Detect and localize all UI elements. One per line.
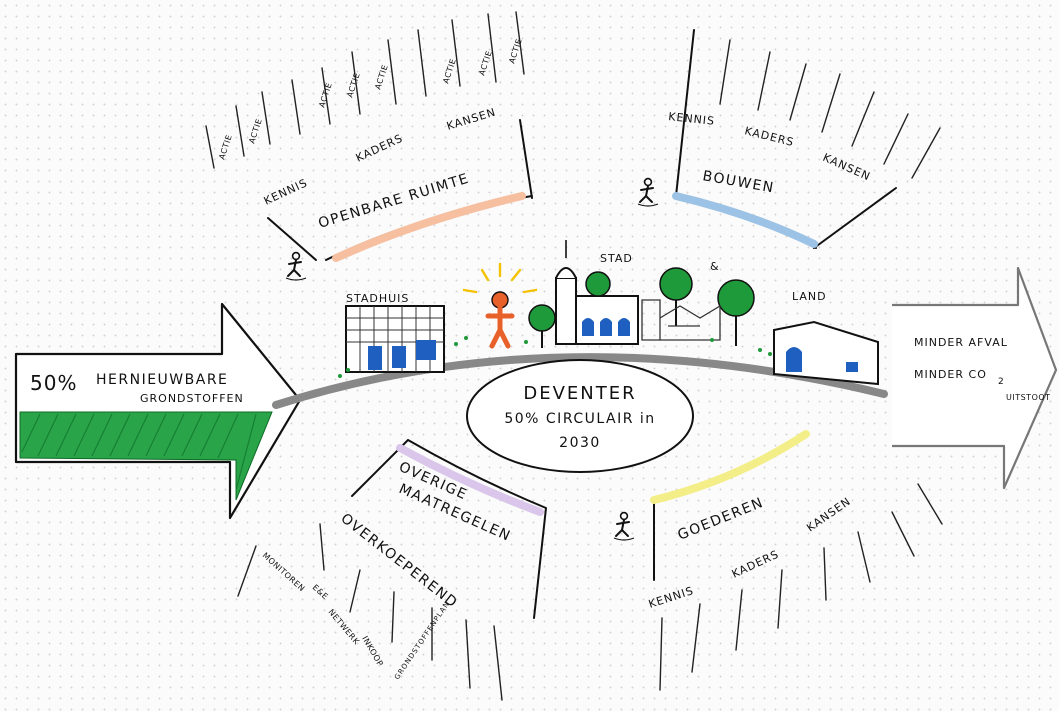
skyline: STADHUIS <box>338 240 879 386</box>
openbare-ruimte-actie-4: ACTIE <box>345 71 362 98</box>
openbare-ruimte-col-kansen: KANSEN <box>445 106 498 133</box>
overige-item-monitoren: MONITOREN <box>261 551 307 594</box>
overige-fan-lines <box>237 523 503 701</box>
goederen-fan-lines <box>659 483 943 691</box>
city-hall-label: STADHUIS <box>346 292 409 305</box>
output-line2: MINDER CO <box>914 368 987 381</box>
bouwen-col-kaders: KADERS <box>743 124 795 149</box>
openbare-ruimte-actie-3: ACTIE <box>317 81 334 108</box>
land-label: LAND <box>792 290 827 303</box>
overige-item-ee: E&E <box>311 583 330 602</box>
input-arrow-outline <box>14 302 302 520</box>
person-icon <box>462 262 538 349</box>
openbare-ruimte-actie-7: ACTIE <box>477 49 494 76</box>
overige-highlight <box>396 444 544 516</box>
bouwen-col-kansen: KANSEN <box>821 151 873 184</box>
overige-item-inkoop: INKOOP <box>360 635 385 669</box>
bouwen-col-kennis: KENNIS <box>668 110 716 128</box>
input-arrow: 50% HERNIEUWBARE GRONDSTOFFEN <box>14 302 302 520</box>
houses-sketch <box>641 299 721 341</box>
openbare-ruimte-col-kaders: KADERS <box>354 132 405 165</box>
openbare-ruimte-title: OPENBARE RUIMTE <box>316 171 471 232</box>
walker-icon <box>637 177 659 207</box>
output-arrow: MINDER AFVAL MINDER CO 2 UITSTOOT <box>892 266 1058 490</box>
goederen-col-kennis: KENNIS <box>647 584 696 611</box>
farmhouse-building <box>773 320 879 386</box>
goederen-col-kaders: KADERS <box>730 548 781 581</box>
openbare-ruimte-actie-6: ACTIE <box>441 57 458 84</box>
bouwen-highlight <box>672 192 818 248</box>
stad-label: STAD <box>600 252 633 265</box>
amp-label: & <box>710 260 720 273</box>
output-line1: MINDER AFVAL <box>914 336 1008 349</box>
overige-item-netwerk: NETWERK <box>326 608 361 647</box>
openbare-ruimte-actie-5: ACTIE <box>373 63 390 90</box>
center-ellipse: DEVENTER 50% CIRCULAIR in 2030 <box>466 359 694 473</box>
center-title: DEVENTER <box>523 383 636 404</box>
openbare-ruimte-fan-lines <box>205 11 525 169</box>
city-hall-building <box>345 305 445 373</box>
section-openbare-ruimte: OPENBARE RUIMTE KENNIS KADERS KANSEN ACT… <box>205 11 533 281</box>
section-overige: OVERIGE MAATREGELEN OVERKOEPEREND MONITO… <box>237 439 547 701</box>
church-building <box>555 240 639 345</box>
bouwen-title: BOUWEN <box>701 168 775 196</box>
walker-icon <box>613 511 635 541</box>
section-goederen: GOEDEREN KENNIS KADERS KANSEN <box>613 430 943 691</box>
input-line2: GRONDSTOFFEN <box>140 392 244 405</box>
walker-icon <box>285 251 307 281</box>
openbare-ruimte-highlight <box>332 192 526 262</box>
overige-title-3: OVERKOEPEREND <box>338 511 461 612</box>
tree-left <box>528 304 556 348</box>
goederen-highlight <box>650 430 810 504</box>
input-percent: 50% <box>30 371 77 395</box>
output-line3: UITSTOOT <box>1006 393 1051 402</box>
output-co2-sub: 2 <box>998 377 1005 387</box>
center-subtitle: 50% CIRCULAIR in <box>504 411 655 427</box>
overige-item-grondstoffenplan: GRONDSTOFFENPLAN <box>393 600 451 681</box>
goederen-title: GOEDEREN <box>676 495 767 544</box>
openbare-ruimte-actie-2: ACTIE <box>247 117 264 144</box>
section-bouwen: BOUWEN KENNIS KADERS KANSEN <box>637 29 941 249</box>
input-line1: HERNIEUWBARE <box>96 372 228 388</box>
openbare-ruimte-actie-1: ACTIE <box>217 133 234 160</box>
grass-dots <box>338 336 772 378</box>
center-year: 2030 <box>559 435 601 451</box>
output-arrow-outline <box>892 266 1058 490</box>
bouwen-fan-lines <box>719 39 941 179</box>
goederen-col-kansen: KANSEN <box>804 495 853 535</box>
openbare-ruimte-col-kennis: KENNIS <box>262 176 310 208</box>
tree-cluster <box>585 267 755 346</box>
